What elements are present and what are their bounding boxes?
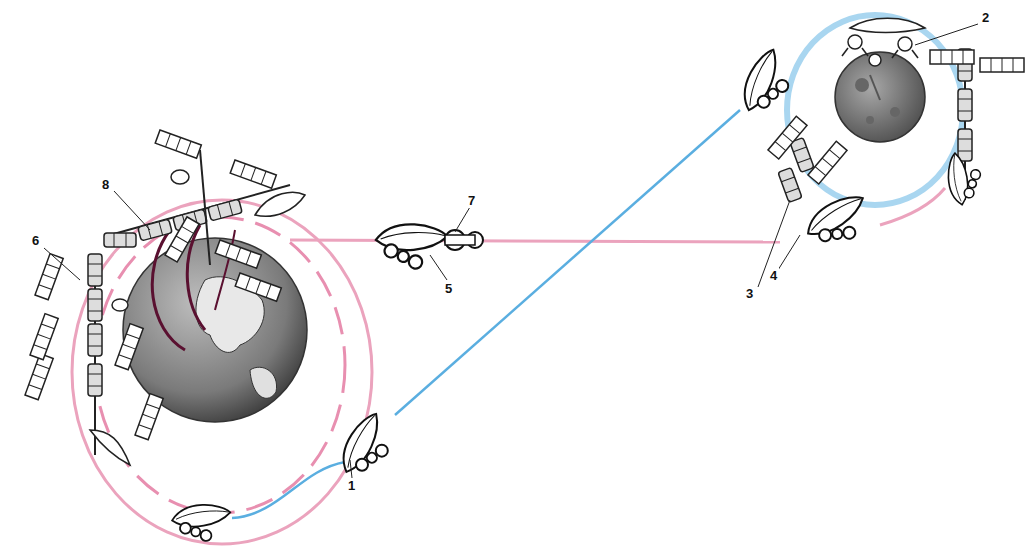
callout-number: 6 <box>30 233 41 248</box>
callout-number: 5 <box>443 281 454 296</box>
callout-number: 2 <box>980 10 991 25</box>
callout-number: 1 <box>346 478 357 493</box>
callout-number: 4 <box>768 268 779 283</box>
callout-number: 8 <box>100 177 111 192</box>
callout-number: 3 <box>744 286 755 301</box>
callout-number: 7 <box>466 193 477 208</box>
